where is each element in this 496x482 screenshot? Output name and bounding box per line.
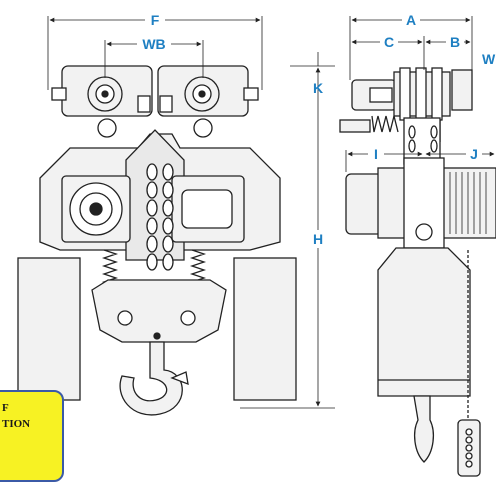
side-view [339,67,496,477]
dim-label-j: J [470,146,478,162]
trolley-gearbox [451,69,473,111]
dim-label-b: B [450,34,460,50]
load-chain [146,163,174,271]
dim-label-h: H [313,231,323,247]
hoist-motor [345,173,383,235]
side-dimensions [345,16,495,172]
front-view [17,65,297,416]
left-side-block [17,257,81,401]
note-text: F TION [2,400,30,432]
note-line-1: F [2,402,9,414]
hook [119,341,183,416]
dim-label-a: A [406,12,416,28]
right-side-block [233,257,297,401]
chain-container [377,247,471,397]
side-spring [371,115,399,133]
note-line-2: TION [2,418,31,430]
trolley-wheel-right [184,76,220,112]
dim-label-k: K [313,80,323,96]
side-hook [413,395,435,463]
dim-label-wb: WB [142,36,165,52]
trolley-roller-left [97,118,117,138]
dim-label-w: W [482,51,496,67]
trolley-wheel-left [87,76,123,112]
side-chain [408,125,438,153]
dim-label-c: C [384,34,394,50]
dim-label-f: F [151,12,160,28]
hook-block [91,279,227,343]
dim-label-i: I [374,146,378,162]
trolley-roller-right [193,118,213,138]
note-box: F TION [0,390,64,482]
